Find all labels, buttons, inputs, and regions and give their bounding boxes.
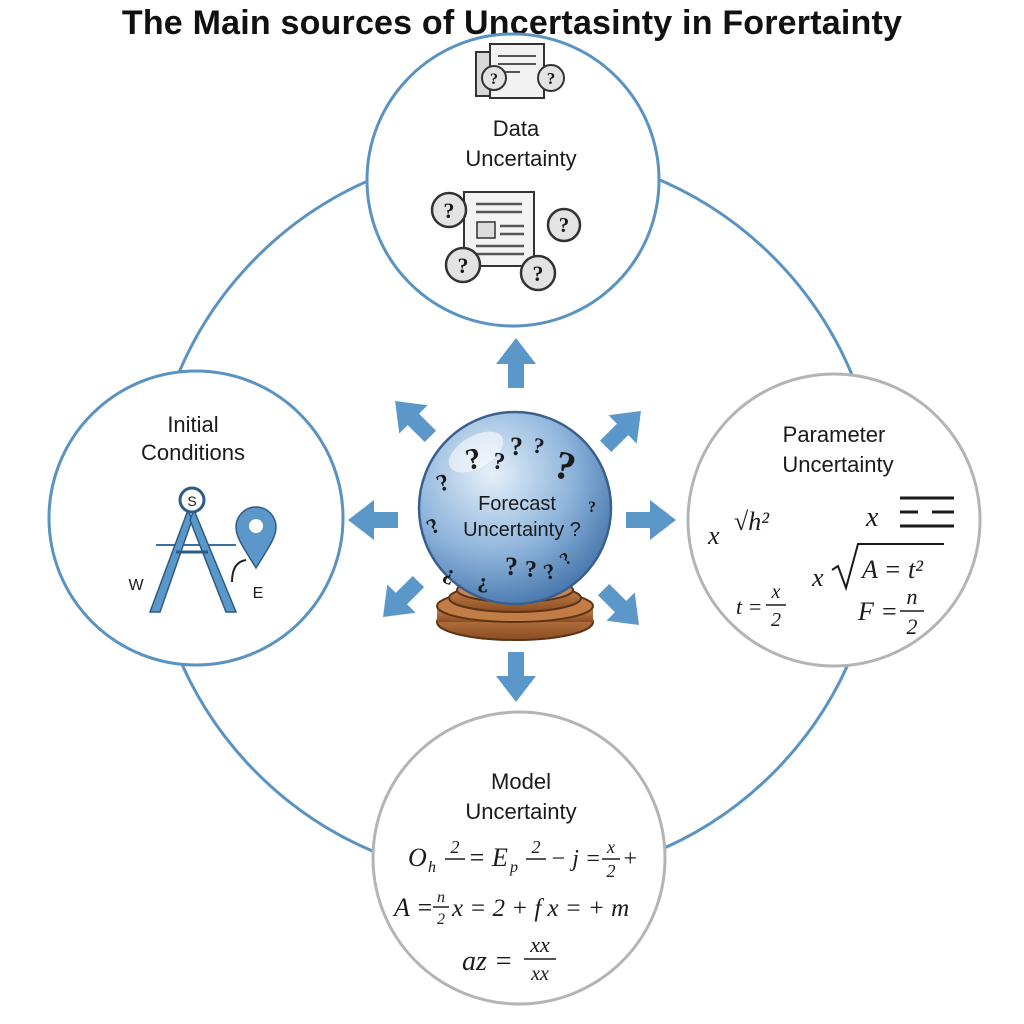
param-f3-radical <box>831 543 944 592</box>
arrow-up <box>496 338 536 388</box>
param-f2-lines <box>900 496 954 528</box>
svg-text:?: ? <box>491 448 507 475</box>
parameter-label-line2: Uncertainty <box>782 452 893 477</box>
param-f1-body: √h² <box>734 507 770 536</box>
model-label-line2: Uncertainty <box>465 799 576 824</box>
compass-icon: S W E <box>128 486 264 613</box>
parameter-uncertainty-node: Parameter Uncertainty x √h² x x A = t² t… <box>686 372 982 668</box>
param-f5-num: n <box>907 584 918 609</box>
data-label-line1: Data <box>493 116 540 141</box>
location-pin-icon <box>235 506 277 570</box>
arrow-down-left <box>383 575 425 617</box>
param-f3-var: x <box>811 563 824 592</box>
svg-text:x = 2 + f x = + m: x = 2 + f x = + m <box>451 895 629 922</box>
arrow-down <box>496 652 536 702</box>
compass-east-letter: E <box>253 585 264 602</box>
param-f1-var: x <box>707 521 720 550</box>
param-f5-den: 2 <box>907 614 918 639</box>
arrows <box>348 338 676 702</box>
svg-text:?: ? <box>463 441 485 476</box>
param-f3-body: A = t² <box>860 555 924 584</box>
param-f4-den: 2 <box>771 609 781 631</box>
svg-text:− j =: − j = <box>550 846 601 872</box>
svg-text:?: ? <box>533 261 544 286</box>
arrow-up-right <box>599 411 641 453</box>
center-label-line2: Uncertainty ? <box>463 519 581 541</box>
param-f5-left: F = <box>857 597 898 626</box>
data-uncertainty-node: ? ? Data Uncertainty ? ? ? ? <box>365 32 661 328</box>
arrow-left <box>348 500 398 540</box>
svg-text:p: p <box>509 859 518 876</box>
compass-west-letter: W <box>128 577 144 594</box>
param-f2-var: x <box>865 502 879 533</box>
svg-text:O: O <box>408 843 427 872</box>
svg-text:?: ? <box>588 499 596 516</box>
svg-text:2: 2 <box>532 837 541 857</box>
svg-text:?: ? <box>477 573 488 598</box>
model-equation-3: az = xx xx <box>462 932 556 985</box>
model-uncertainty-node: Model Uncertainty O h 2 = E p 2 − j = x … <box>371 710 667 1006</box>
model-equation-2: A = n 2 x = 2 + f x = + m <box>392 889 629 928</box>
svg-text:?: ? <box>559 213 570 237</box>
param-f4-num: x <box>771 581 781 603</box>
svg-text:?: ? <box>444 198 455 223</box>
arrow-up-left <box>395 401 437 443</box>
svg-text:2: 2 <box>437 911 445 928</box>
initial-label-line2: Conditions <box>141 440 245 465</box>
parameter-label-line1: Parameter <box>783 422 886 447</box>
center-label-line1: Forecast <box>478 493 556 515</box>
svg-text:?: ? <box>510 432 523 461</box>
svg-text:?: ? <box>490 71 498 88</box>
initial-label-line1: Initial <box>167 412 218 437</box>
model-equation-1: O h 2 = E p 2 − j = x 2 + <box>408 837 638 881</box>
model-label-line1: Model <box>491 769 551 794</box>
data-label-line2: Uncertainty <box>465 146 576 171</box>
svg-text:?: ? <box>525 557 537 583</box>
crystal-ball: ? ? ? ? ? ? ? ? ? ? ? ? ? ? Forecast Unc… <box>417 410 613 641</box>
svg-text:?: ? <box>505 552 518 581</box>
svg-text:2: 2 <box>451 837 460 857</box>
initial-conditions-node: Initial Conditions S W E <box>47 369 345 667</box>
param-f4-left: t = <box>736 594 762 619</box>
svg-text:2: 2 <box>607 861 616 881</box>
svg-text:xx: xx <box>530 963 549 985</box>
documents-icon: ? ? <box>475 43 565 99</box>
svg-text:az =: az = <box>462 946 513 977</box>
svg-text:?: ? <box>547 69 556 88</box>
svg-text:+: + <box>622 846 638 872</box>
arrow-down-right <box>597 583 639 625</box>
document-question-icon: ? ? ? ? <box>430 191 582 292</box>
svg-text:A =: A = <box>392 893 433 922</box>
svg-text:h: h <box>428 859 436 876</box>
svg-text:?: ? <box>531 432 546 459</box>
svg-text:x: x <box>606 837 615 857</box>
svg-text:?: ? <box>458 253 469 278</box>
svg-text:= E: = E <box>468 843 508 872</box>
svg-text:n: n <box>437 889 445 906</box>
arrow-right <box>626 500 676 540</box>
compass-top-letter: S <box>187 493 196 509</box>
svg-text:xx: xx <box>529 932 550 957</box>
